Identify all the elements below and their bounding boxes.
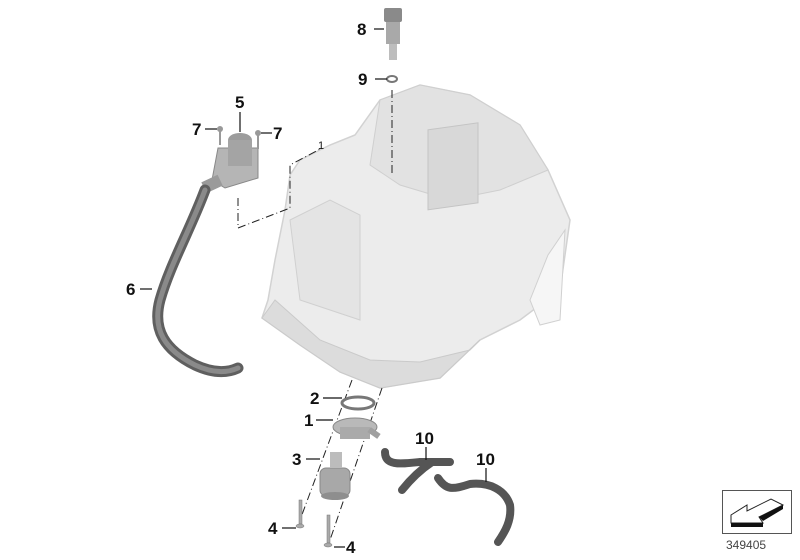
hoses-part-10 — [381, 448, 515, 546]
screws-part-4 — [295, 499, 333, 548]
sensor-part-8 — [384, 8, 402, 60]
callout-10-right[interactable]: 10 — [476, 450, 495, 469]
reference-number: 349405 — [726, 538, 767, 552]
actuator-part-3 — [319, 452, 351, 500]
leader-lines — [237, 90, 393, 541]
leader-ref-1: 1 — [318, 140, 325, 152]
callout-8[interactable]: 8 — [357, 20, 367, 39]
callout-7-left[interactable]: 7 — [192, 120, 202, 139]
callout-6[interactable]: 6 — [126, 280, 136, 299]
callout-9[interactable]: 9 — [358, 70, 368, 89]
arrow-icon — [730, 498, 785, 527]
callout-5[interactable]: 5 — [235, 93, 245, 112]
callout-2[interactable]: 2 — [310, 389, 320, 408]
gasket-part-2 — [340, 395, 376, 411]
callout-4-left[interactable]: 4 — [268, 519, 278, 538]
housing-assembly — [261, 84, 571, 389]
screws-part-7 — [217, 126, 261, 149]
callout-10-left[interactable]: 10 — [415, 429, 434, 448]
o-ring-part-9 — [386, 75, 398, 83]
valve-part-5 — [201, 133, 259, 194]
callout-7-right[interactable]: 7 — [273, 124, 283, 143]
flange-part-1 — [332, 417, 381, 439]
reference-arrow-box — [722, 490, 792, 534]
callout-ticks — [140, 28, 487, 548]
callout-4-right[interactable]: 4 — [346, 538, 356, 557]
callout-3[interactable]: 3 — [292, 450, 302, 469]
callout-1[interactable]: 1 — [304, 411, 314, 430]
